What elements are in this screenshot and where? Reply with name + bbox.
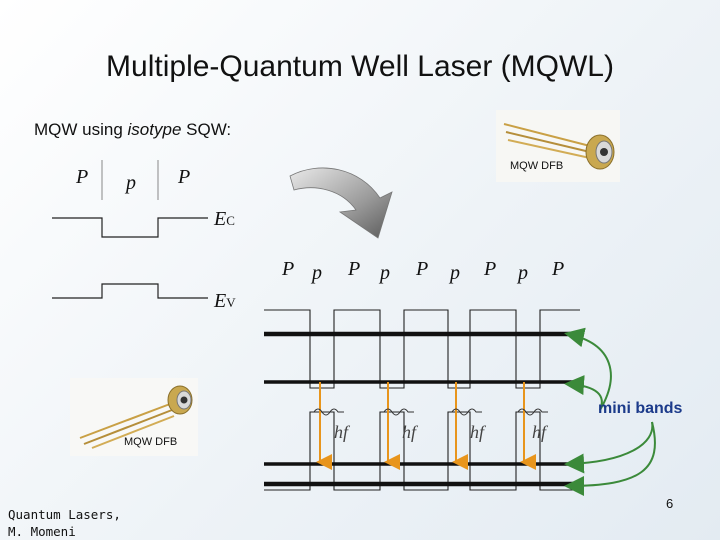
sqw-layer-label: p xyxy=(126,172,136,194)
mqw-layer-label: P xyxy=(282,258,295,280)
ec-main: E xyxy=(214,208,227,230)
photon-wave-icon xyxy=(451,408,482,416)
mini-band-pointer xyxy=(564,421,656,496)
mini-bands-label: mini bands xyxy=(598,400,683,417)
subtitle-suffix: SQW: xyxy=(181,120,232,139)
mqw-layer-label: P xyxy=(348,258,361,280)
sqw-valence-band xyxy=(52,283,208,299)
ev-main: E xyxy=(214,290,227,312)
mqw-layer-label: P xyxy=(416,258,429,280)
photon-energy-label: hf xyxy=(334,422,349,442)
mini-band-pointer xyxy=(564,327,612,411)
photon-energy-label: hf xyxy=(532,422,547,442)
photon-wave-icon xyxy=(383,408,414,416)
valence-band-label: EV xyxy=(214,290,236,313)
page-title: Multiple-Quantum Well Laser (MQWL) xyxy=(106,50,614,83)
conduction-band-label: EC xyxy=(214,208,235,231)
sqw-layer-label: P xyxy=(178,166,191,188)
mqw-diagram xyxy=(264,309,656,496)
mqw-layer-label: p xyxy=(380,262,390,284)
sqw-conduction-band xyxy=(52,217,208,238)
mqw-layer-label: p xyxy=(312,262,322,284)
mqw-layer-label: p xyxy=(518,262,528,284)
subtitle-emphasis: isotype xyxy=(127,120,182,139)
mqw-layer-label: P xyxy=(484,258,497,280)
mini-band-pointer xyxy=(564,421,654,474)
subtitle-prefix: MQW using xyxy=(34,120,128,139)
mini-band-pointer xyxy=(564,375,603,411)
laser-diode-photo-bottom xyxy=(70,378,198,456)
mqw-conduction-band xyxy=(264,309,580,389)
sqw-layer-label: P xyxy=(76,166,89,188)
photon-energy-label: hf xyxy=(470,422,485,442)
credit-line-2: M. Momeni xyxy=(8,524,76,539)
ev-sub: V xyxy=(226,295,236,310)
photon-wave-icon xyxy=(517,408,548,416)
ec-sub: C xyxy=(226,213,235,228)
photo-caption-bottom: MQW DFB xyxy=(124,436,178,448)
photo-caption-top: MQW DFB xyxy=(510,160,564,172)
credit-line-1: Quantum Lasers, xyxy=(8,507,121,522)
photon-wave-icon xyxy=(313,408,344,416)
laser-diode-photo-top xyxy=(496,110,620,182)
mqw-layer-label: P xyxy=(552,258,565,280)
subtitle: MQW using isotype SQW: xyxy=(34,120,231,140)
curved-arrow-icon xyxy=(289,167,393,239)
photon-energy-label: hf xyxy=(402,422,417,442)
page-number: 6 xyxy=(666,496,674,511)
credit: Quantum Lasers, M. Momeni xyxy=(8,506,121,540)
mqw-layer-label: p xyxy=(450,262,460,284)
